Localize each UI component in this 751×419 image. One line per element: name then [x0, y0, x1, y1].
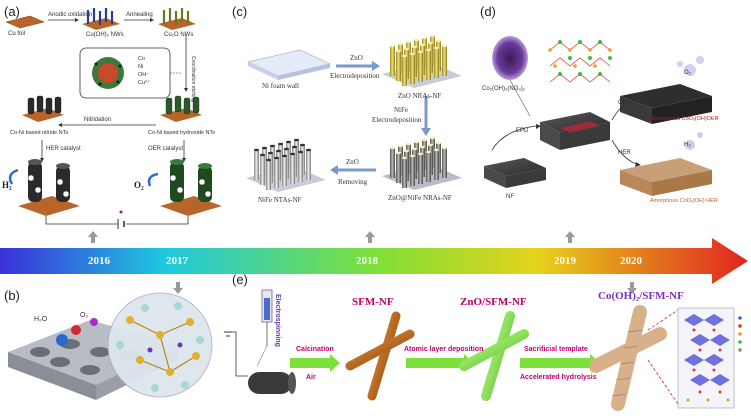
year-2016: 2016	[88, 255, 110, 267]
year-2017: 2017	[166, 255, 188, 267]
label-cu2o: Cu₂O NWs	[164, 32, 194, 38]
label-oer-catalyst: OER catalyst	[148, 146, 184, 152]
panel-e-diagram	[224, 289, 742, 411]
label-her-d: HER	[618, 150, 631, 156]
panel-label-e: (e)	[232, 272, 248, 287]
label-precursor: Co₂(OH)₂(NO₃)₂	[482, 86, 526, 92]
year-2020: 2020	[620, 255, 642, 267]
label-o2-b: O₂	[80, 312, 89, 319]
label-h2o-b: H₂O	[34, 316, 48, 323]
label-nitridation: Nitridation	[84, 117, 112, 123]
title-sfm-nf: SFM-NF	[352, 296, 394, 308]
label-electrospinning: Electrospinning	[274, 294, 281, 347]
panel-d-diagram	[484, 36, 712, 196]
zno-rods	[390, 34, 447, 86]
label-annealing: Annealing	[126, 12, 153, 18]
label-coordination: Coordination etching	[190, 56, 196, 102]
label-air: Air	[306, 374, 316, 381]
label-removing-1: ZnO	[346, 158, 359, 166]
label-o2-a: O₂	[134, 180, 144, 190]
ntas-rods	[254, 138, 311, 190]
label-nife-1: NiFe	[394, 106, 408, 114]
label-ald: Atomic layer deposition	[404, 346, 484, 353]
title-zno-sfm: ZnO/SFM-NF	[460, 296, 527, 308]
label-amorph-oer: Amorphous CoOₓ(OH)OER	[652, 116, 719, 122]
label-nife-ntas: NiFe NTAs-NF	[258, 196, 302, 204]
label-sacrificial: Sacrificial template	[524, 346, 588, 353]
panel-b-diagram	[8, 292, 213, 400]
label-h2-a: H₂	[2, 180, 12, 190]
label-oer-d: OER	[618, 100, 632, 106]
nife-rods	[390, 136, 447, 188]
title-co-sfm: Co(OH)₂/SFM-NF	[598, 290, 684, 302]
year-2018: 2018	[356, 255, 378, 267]
label-removing-2: Removing	[338, 178, 368, 186]
label-calcination: Calcination	[296, 346, 334, 353]
label-nf: NF	[506, 194, 514, 200]
label-cuoh2: Cu(OH)₂ NWs	[86, 32, 124, 38]
label-zno-dep-1: ZnO	[350, 54, 363, 62]
label-h2-d: H₂	[684, 142, 691, 148]
legend-cu: Cu²⁺	[138, 80, 150, 86]
label-nitride-nts: Co-Ni based nitride NTs	[10, 130, 69, 136]
legend-oh: OH⁻	[138, 72, 150, 78]
panel-label-c: (c)	[232, 4, 248, 19]
panel-a-diagram	[5, 8, 222, 229]
label-zno-nife: ZnO@NiFe NRAs-NF	[388, 194, 452, 202]
label-her-catalyst: HER catalyst	[46, 146, 81, 152]
panel-label-d: (d)	[480, 4, 496, 19]
label-hydroxide-nts: Co-Ni based hydroxide NTs	[148, 130, 215, 136]
legend-ni: Ni	[138, 64, 144, 70]
label-amorph-her: Amorphous CoOₓ(OH) HER	[650, 198, 718, 204]
label-nife-2: Electrodeposition	[372, 116, 422, 124]
label-zno-dep-2: Electrodeposition	[330, 72, 380, 80]
legend-co: Co	[138, 56, 146, 62]
label-ni-foam: Ni foam wall	[262, 82, 299, 90]
year-2019: 2019	[554, 255, 576, 267]
label-cu-foil: Cu foil	[8, 31, 26, 37]
label-anodic: Anodic oxidation	[48, 12, 93, 18]
label-accel: Accelerated hydrolysis	[520, 374, 597, 381]
panel-label-a: (a)	[4, 4, 20, 19]
label-epd: EPD	[516, 128, 529, 134]
label-o2-d: O₂	[684, 70, 691, 76]
panel-label-b: (b)	[4, 288, 20, 303]
panel-c-diagram	[246, 34, 462, 192]
connector-arrows	[88, 231, 637, 294]
label-zno-nras: ZnO NRAs-NF	[398, 92, 442, 100]
timeline-arrow	[0, 238, 748, 284]
